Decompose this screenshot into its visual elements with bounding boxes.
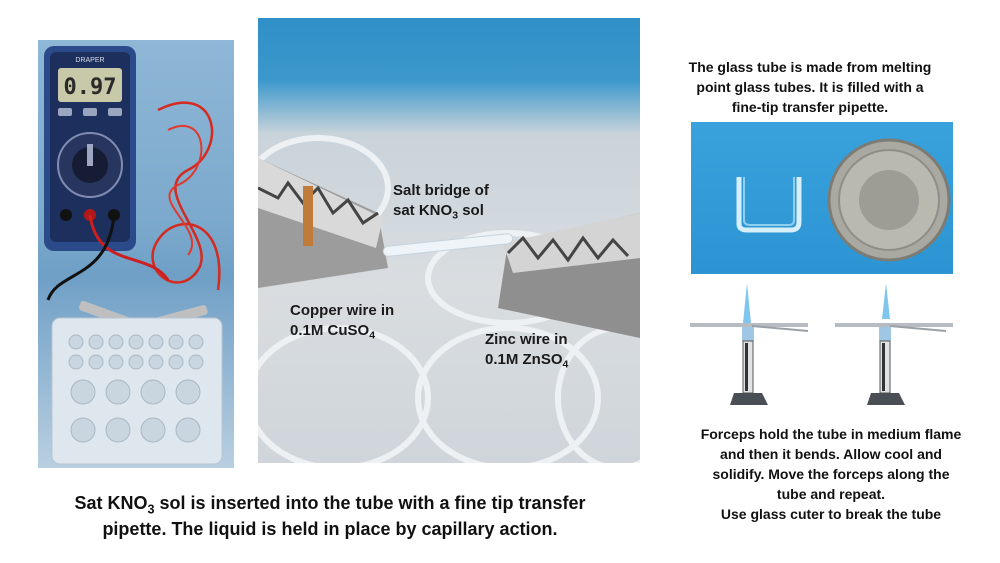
bent-tube-and-coin-photo [691, 122, 953, 274]
salt-bridge-photo: Salt bridge of sat KNO3 sol Copper wire … [258, 18, 640, 463]
zinc-wire-label: Zinc wire in 0.1M ZnSO4 [485, 331, 569, 371]
salt-bridge-label: Salt bridge of sat KNO3 sol [393, 182, 489, 222]
copper-wire-label: Copper wire in 0.1M CuSO4 [290, 302, 395, 342]
bunsen-burner-illustration [690, 283, 953, 405]
forceps-procedure-caption: Forceps hold the tube in medium flame an… [700, 426, 962, 522]
multimeter-photo: 0.97 DRAPER [38, 40, 234, 468]
meter-brand-label: DRAPER [75, 57, 104, 64]
salt-bridge-filling-caption: Sat KNO3 sol is inserted into the tube w… [74, 493, 586, 539]
bent-tube-illustration [736, 138, 951, 262]
meter-display-readout: 0.97 [64, 75, 117, 100]
burner-diagram [690, 283, 954, 413]
glass-tube-caption: The glass tube is made from melting poin… [688, 59, 932, 115]
multimeter-illustration: 0.97 DRAPER [44, 46, 223, 465]
salt-bridge-illustration [258, 135, 640, 463]
